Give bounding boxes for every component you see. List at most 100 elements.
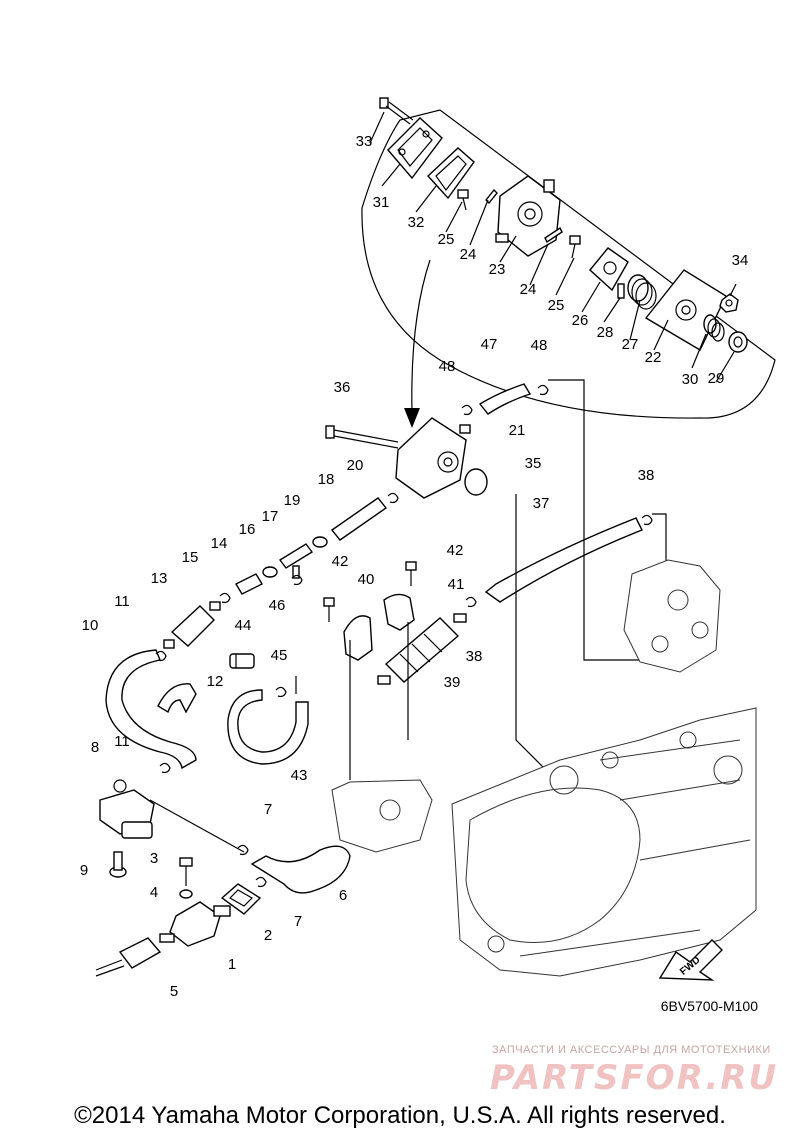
- callout-38: 38: [466, 648, 483, 665]
- mount-bracket: [331, 779, 433, 853]
- spring-part-30: [703, 314, 725, 342]
- callout-9: 9: [80, 862, 88, 879]
- callout-41: 41: [448, 576, 465, 593]
- joint-part-17: [278, 543, 314, 579]
- fwd-indicator: FWD: [658, 939, 723, 981]
- callout-24: 24: [520, 281, 537, 298]
- bolt-part-36: [325, 425, 399, 449]
- callout-13: 13: [151, 570, 168, 587]
- hose-part-18: [330, 497, 388, 541]
- callout-39: 39: [444, 674, 461, 691]
- callout-10: 10: [82, 617, 99, 634]
- washer-part-4: [179, 889, 193, 899]
- callout-32: 32: [408, 214, 425, 231]
- clip-part-7-b: [255, 876, 267, 888]
- connector-line-7: [149, 799, 245, 853]
- diaphragm-part-26: [589, 247, 629, 292]
- watermark-tagline: ЗАПЧАСТИ И АКСЕССУАРЫ ДЛЯ МОТОТЕХНИКИ: [492, 1044, 771, 1056]
- callout-37: 37: [533, 495, 550, 512]
- callout-47: 47: [481, 336, 498, 353]
- clip-part-48-a: [461, 404, 473, 416]
- callout-25: 25: [548, 297, 565, 314]
- clip-part-11-a: [155, 650, 167, 662]
- diaphragm-part-32: [427, 147, 475, 200]
- bolt-part-42-b: [405, 561, 417, 586]
- pin-part-29: [617, 283, 625, 299]
- callout-1: 1: [228, 956, 236, 973]
- watermark-logo: PARTSFOR.RU: [490, 1058, 779, 1098]
- callout-35: 35: [525, 455, 542, 472]
- connector-part-5: [95, 937, 162, 977]
- hose-part-6: [250, 845, 351, 894]
- callout-27: 27: [622, 336, 639, 353]
- hose-part-43: [227, 689, 309, 765]
- callout-40: 40: [358, 571, 375, 588]
- callout-21: 21: [509, 422, 526, 439]
- o-ring-part-35: [464, 468, 488, 496]
- pump-body-part-23: [495, 175, 561, 257]
- callout-11: 11: [114, 593, 130, 610]
- callout-31: 31: [373, 194, 390, 211]
- callout-36: 36: [334, 379, 351, 396]
- callout-44: 44: [235, 617, 252, 634]
- callout-42: 42: [447, 542, 464, 559]
- callout-46: 46: [269, 597, 286, 614]
- callout-38: 38: [638, 467, 655, 484]
- hose-part-10: [105, 649, 197, 770]
- screw-part-33: [379, 97, 414, 125]
- pin-part-24-a: [485, 188, 498, 205]
- callout-3: 3: [150, 850, 158, 867]
- callout-4: 4: [150, 884, 158, 901]
- callout-16: 16: [239, 521, 256, 538]
- engine-block: [451, 707, 757, 977]
- callout-28: 28: [597, 324, 614, 341]
- screw-part-25-a: [457, 189, 469, 211]
- bracket-part-41: [383, 593, 415, 631]
- hose-part-14: [235, 573, 263, 595]
- pin-part-24-b: [544, 226, 563, 244]
- callout-2: 2: [264, 927, 272, 944]
- callout-34: 34: [732, 252, 749, 269]
- callout-30: 30: [682, 371, 699, 388]
- callout-18: 18: [318, 471, 335, 488]
- hose-part-47: [478, 383, 532, 415]
- clip-part-38-b: [465, 596, 477, 608]
- callout-8: 8: [91, 739, 99, 756]
- connector-lines: [295, 379, 667, 780]
- carburetor: [623, 559, 721, 673]
- callout-14: 14: [211, 535, 228, 552]
- filter-part-13: [163, 601, 221, 649]
- filter-part-39: [377, 613, 467, 685]
- assembly-arrow: [411, 259, 431, 413]
- clip-part-45: [275, 686, 287, 698]
- screw-part-25-b: [569, 235, 581, 259]
- callout-29: 29: [708, 370, 725, 387]
- screw-part-9: [109, 851, 127, 878]
- clip-part-46: [291, 574, 303, 586]
- assembly-arrowhead: [404, 408, 420, 428]
- callout-7: 7: [294, 913, 302, 930]
- clip-part-7-a: [237, 844, 249, 856]
- clip-part-12: [157, 683, 197, 714]
- clip-part-15: [219, 592, 231, 604]
- clip-part-19: [312, 536, 328, 548]
- callout-17: 17: [262, 508, 279, 525]
- callout-42: 42: [332, 553, 349, 570]
- clip-part-16: [262, 566, 278, 578]
- gasket-part-2: [220, 883, 262, 915]
- callout-11: 11: [114, 733, 130, 750]
- callout-7: 7: [264, 801, 272, 818]
- callout-48: 48: [531, 337, 548, 354]
- bracket-part-40: [343, 615, 373, 661]
- diagram-code: 6BV5700-M100: [660, 998, 758, 1014]
- fuel-cock-part-8: [99, 779, 155, 839]
- hose-part-37: [484, 517, 643, 603]
- cover-part-31: [387, 117, 443, 180]
- callout-12: 12: [207, 673, 224, 690]
- callout-22: 22: [645, 349, 662, 366]
- bolt-part-42-a: [323, 597, 335, 622]
- clamp-part-44: [229, 653, 255, 669]
- callout-33: 33: [356, 133, 373, 150]
- callout-25: 25: [438, 231, 455, 248]
